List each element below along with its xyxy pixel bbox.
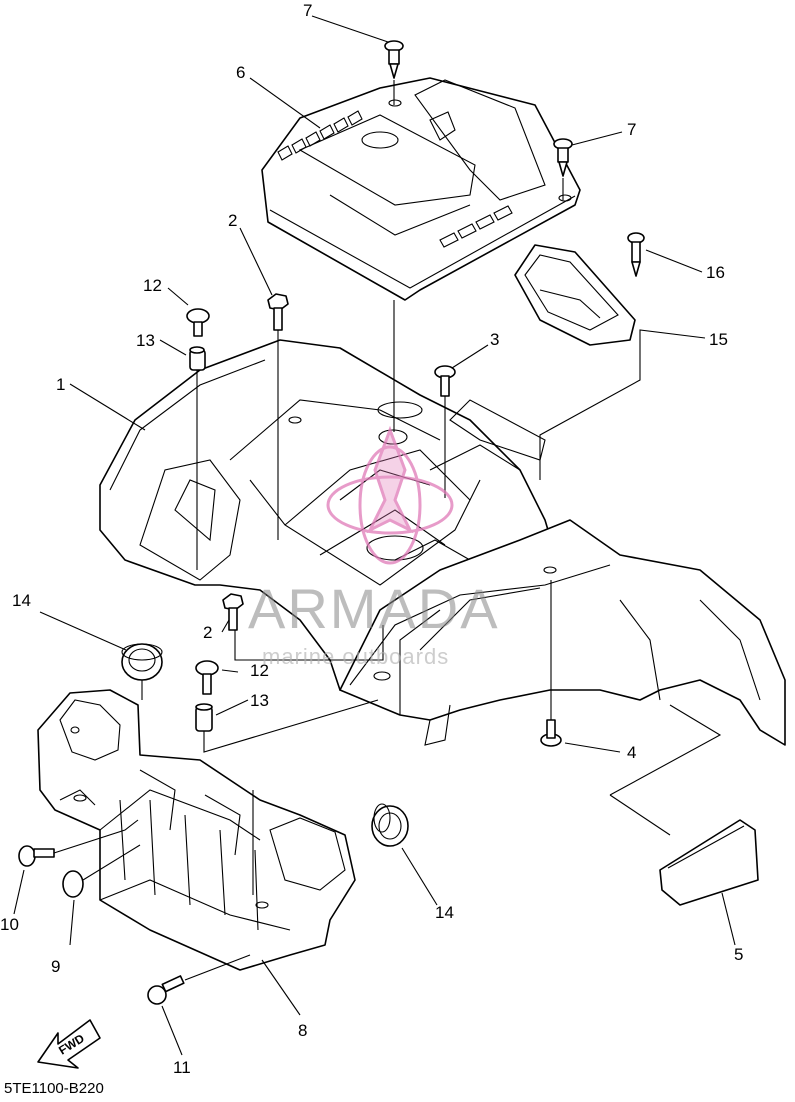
callout-12-upper: 12	[143, 276, 162, 295]
callout-4: 4	[627, 743, 636, 762]
part-5-rear-plate	[659, 819, 759, 906]
callout-3: 3	[490, 330, 499, 349]
part-12-screw-upper	[186, 308, 210, 337]
part-14-grommet-left	[121, 643, 163, 681]
watermark-tagline: marine outboards	[262, 644, 449, 669]
part-13-collar-upper	[189, 346, 206, 371]
callouts: 7 6 7 16 15 2 3 12 13 1 14 2 12 13 4 14 …	[0, 1, 743, 1077]
callout-10: 10	[0, 915, 19, 934]
part-2-bolt-lower	[222, 593, 244, 631]
callout-13-lower: 13	[250, 691, 269, 710]
callout-13-upper: 13	[136, 331, 155, 350]
part-9-plug	[62, 870, 84, 898]
callout-1: 1	[56, 375, 65, 394]
part-12-screw-lower	[195, 660, 219, 695]
watermark-logo-icon	[326, 425, 454, 565]
callout-7-top: 7	[303, 1, 312, 20]
part-4-bolt	[540, 719, 562, 747]
watermark-brand: ARMADA	[248, 577, 500, 640]
callout-2-upper: 2	[228, 211, 237, 230]
part-3-bolt	[434, 365, 456, 397]
part-10-screw	[18, 845, 55, 867]
callout-6: 6	[236, 63, 245, 82]
callout-8: 8	[298, 1021, 307, 1040]
part-2-bolt-upper	[267, 293, 289, 331]
callout-9: 9	[51, 957, 60, 976]
part-14-grommet-right	[371, 803, 409, 847]
callout-7-right: 7	[627, 120, 636, 139]
part-6-top-cover	[261, 77, 581, 301]
part-16-screw	[627, 232, 645, 277]
part-8-front-bracket	[37, 689, 356, 971]
part-7-screw-top	[384, 40, 404, 79]
callout-5: 5	[734, 945, 743, 964]
callout-14-left: 14	[12, 591, 31, 610]
leader-lines	[13, 15, 736, 1056]
watermark: ARMADA marine outboards	[248, 425, 500, 669]
drawing-code: 5TE1100-B220	[4, 1080, 104, 1097]
part-15-cover	[514, 244, 636, 346]
part-13-collar-lower	[195, 703, 213, 732]
fwd-arrow-icon: FWD	[37, 1019, 101, 1069]
callout-15: 15	[709, 330, 728, 349]
part-7-screw-right	[553, 138, 573, 177]
part-11-screw	[147, 975, 185, 1005]
callout-2-lower: 2	[203, 623, 212, 642]
callout-16: 16	[706, 263, 725, 282]
callout-12-lower: 12	[250, 661, 269, 680]
callout-11: 11	[173, 1058, 191, 1077]
callout-14-right: 14	[435, 903, 454, 922]
